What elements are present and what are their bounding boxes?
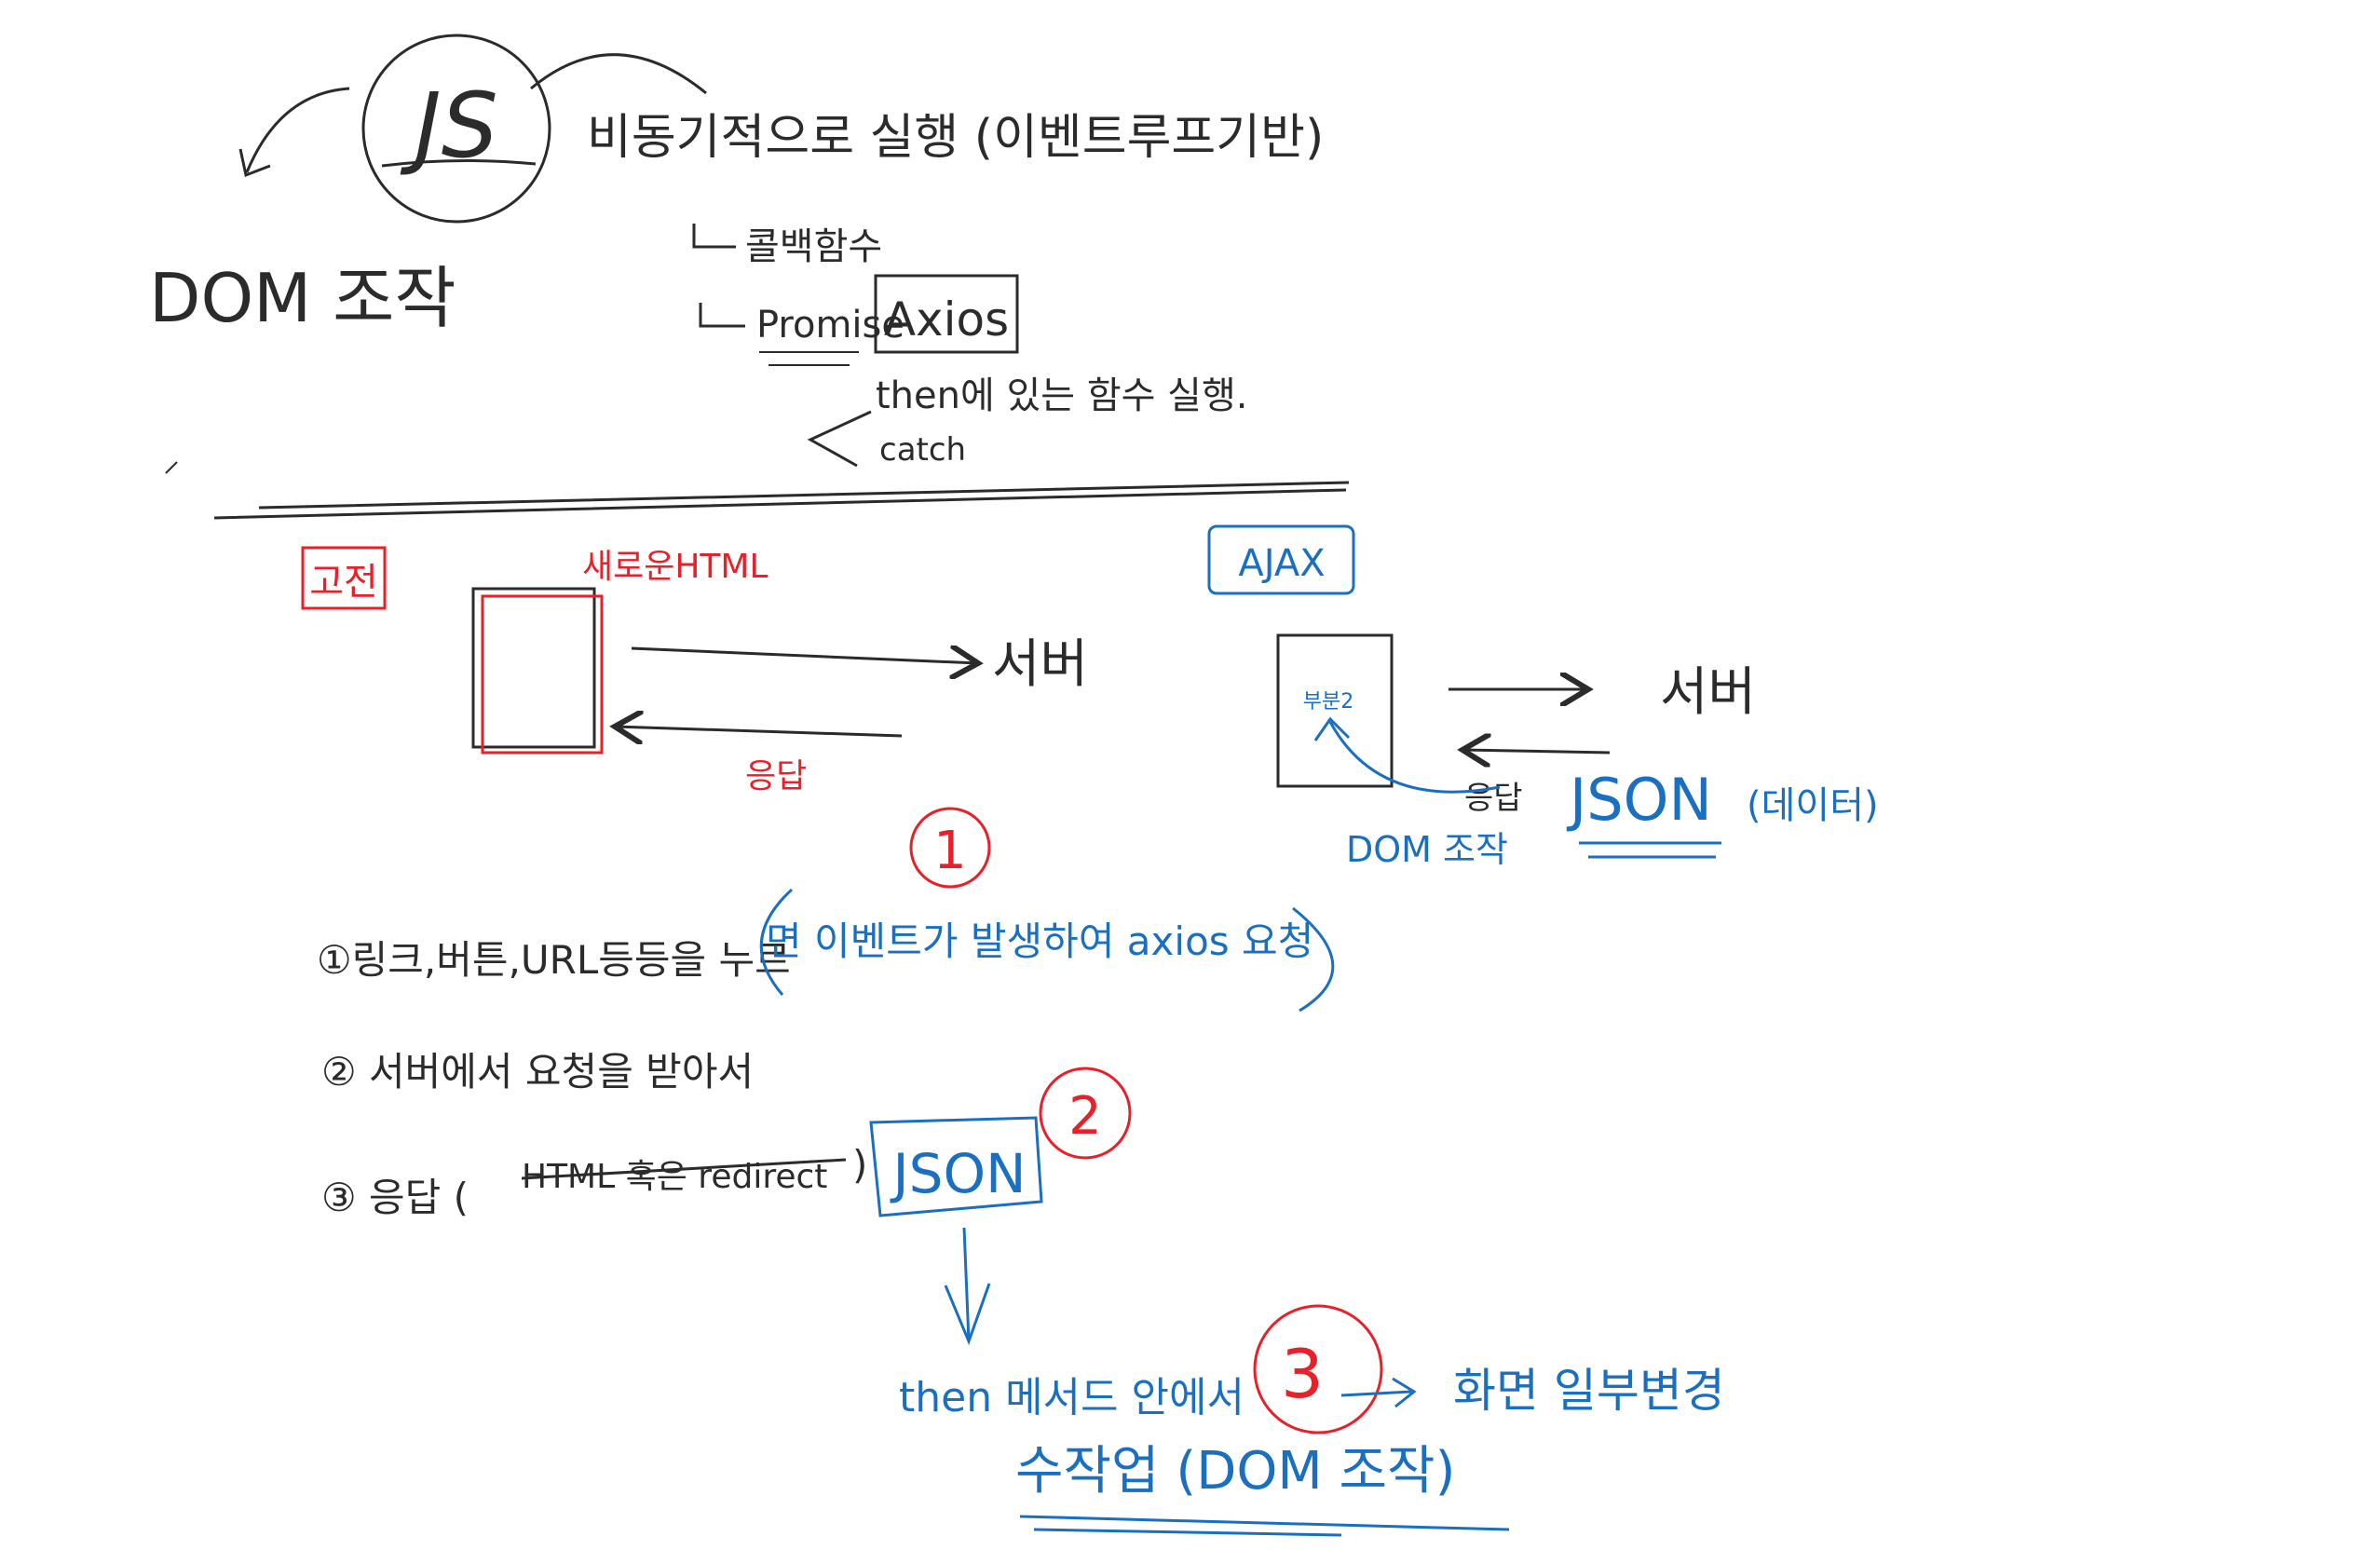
callback-label: 콜백함수 [745,225,882,268]
ajax-dom-manipulation-label: DOM 조작 [1346,829,1508,870]
step-circle-3-number: 3 [1281,1335,1324,1413]
manual-work-underline [1019,1515,1510,1537]
stray-tick [165,461,178,474]
axios-label: Axios [884,292,1009,347]
promise-underline [759,351,859,366]
catch-label: catch [879,431,966,469]
ajax-json-label: JSON [1566,766,1712,834]
classic-browser-page [471,587,596,749]
partial-change-arrow [1340,1377,1417,1408]
ajax-label: AJAX [1238,542,1325,585]
step2-text: ② 서버에서 요청을 받아서 [321,1049,754,1095]
ajax-data-label: (데이터) [1747,784,1879,827]
ajax-diagram: AJAX 부분2 서버 응답 JSON (데이터) DOM 조작 [1207,524,1879,870]
step-circle-2: 2 [1039,1067,1132,1160]
step3-strike-line [521,1158,847,1180]
step1-prefix: ①링크,버튼,URL등등을 누르 [317,937,791,983]
step1-bracket [759,888,1335,1013]
dom-manipulation-arrow [1328,721,1501,794]
partial-change-label: 화면 일부변경 [1453,1364,1725,1418]
ajax-response-label: 응답 [1464,780,1523,817]
ajax-browser-page [1276,633,1394,788]
curved-arrow-to-dom [245,87,350,173]
step-circle-1: 1 [909,807,991,889]
dom-manipulation-label: DOM 조작 [149,259,456,337]
step-circle-2-number: 2 [1068,1086,1102,1147]
ajax-label-box [1207,524,1355,595]
ajax-response-arrow [1462,750,1611,753]
classic-server-label: 서버 [992,634,1088,695]
async-title: 비동기적으로 실행 (이벤트루프기반) [587,110,1324,166]
js-logo-text: JS [400,74,497,178]
classic-label-box [301,546,387,610]
then-method-label: then 메서드 안에서 [899,1374,1244,1421]
then-note: then에 있는 함수 실행. [876,374,1247,417]
promise-label: Promise [756,304,904,347]
then-catch-bracket [807,410,872,468]
step3-suffix: ) [852,1142,867,1188]
classic-response-label: 응답 [745,757,807,795]
step1-suffix: 면 이벤트가 발생하여 axios 요청 [766,918,1313,964]
js-logo: JS [361,34,551,224]
curved-arrow-head [238,148,271,178]
step3-prefix: ③ 응답 ( [321,1175,469,1220]
step-circle-1-number: 1 [933,821,967,881]
step-circle-3: 3 [1253,1304,1383,1434]
dom-manipulation-arrowhead [1313,716,1351,741]
classic-browser-page-new [481,594,604,755]
promise-branch-arrow [699,303,745,328]
classic-response-arrow [615,727,903,736]
classic-request-arrow [631,648,978,663]
classic-label: 고전 [309,561,378,604]
manual-work-label: 수작업 (DOM 조작) [1015,1441,1455,1502]
ajax-json-underline [1579,841,1721,859]
json-box [869,1116,1043,1217]
new-html-label: 새로운HTML [582,548,768,586]
section-divider [213,481,1350,520]
json-box-label: JSON [891,1142,1027,1205]
ajax-server-label: 서버 [1660,662,1756,723]
curved-line-right [530,53,707,95]
callback-branch-arrow [692,224,736,249]
classic-diagram: 고전 새로운HTML 서버 응답 [301,546,1088,795]
json-down-arrow [944,1227,991,1346]
ajax-box-mark: 부분2 [1303,690,1353,714]
axios-box [874,274,1019,354]
